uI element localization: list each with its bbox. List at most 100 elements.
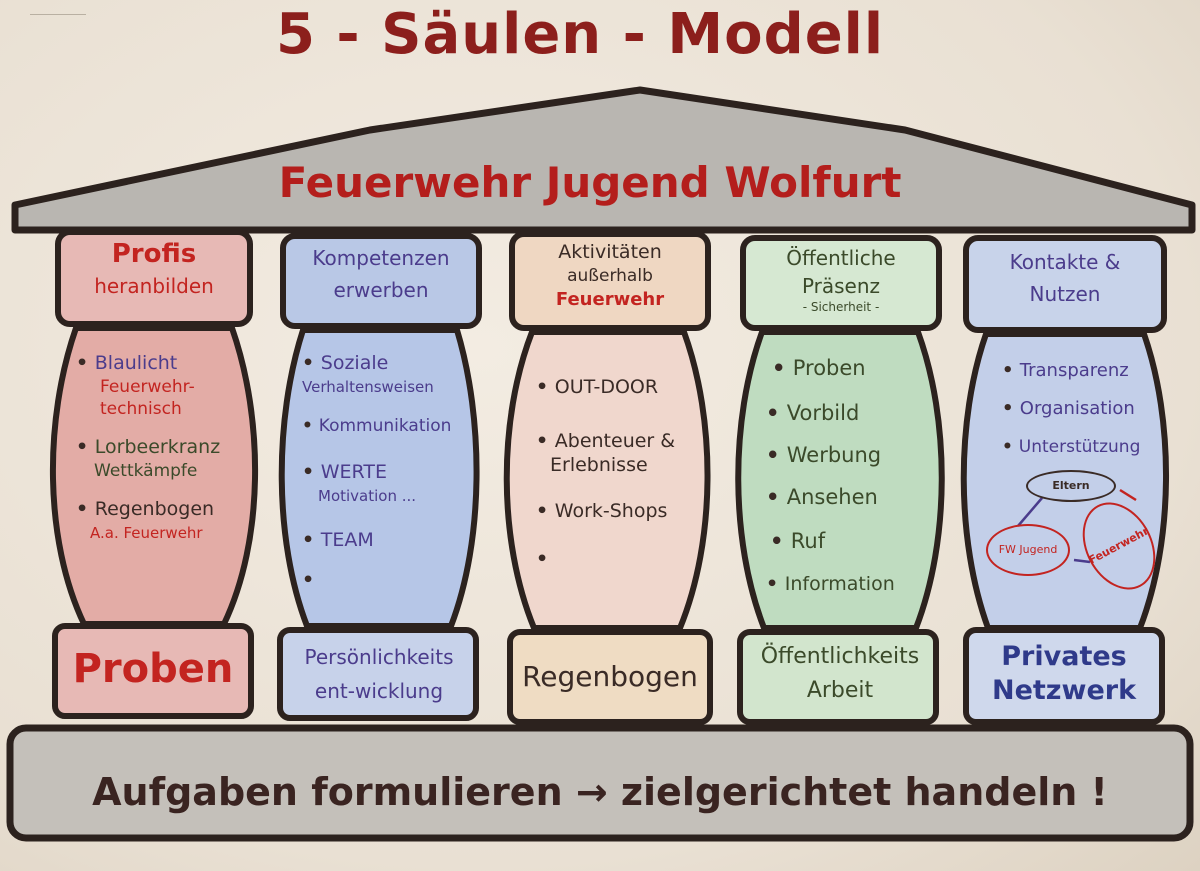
column-4-capital-line2: Präsenz: [801, 274, 881, 298]
column-2-base-label: Persönlichkeits ent-wicklung: [304, 645, 454, 703]
column-2-base: [277, 627, 479, 721]
list-item: Work-Shops: [536, 498, 706, 524]
list-item: Regenbogen A.a. Feuerwehr: [76, 496, 246, 544]
list-item: WERTE Motivation ...: [302, 459, 470, 507]
list-item: Ruf: [766, 527, 936, 555]
column-5-item-3-text: Unterstützung: [1002, 437, 1140, 457]
cycle-diagram: Eltern FW Jugend Feuerwehr: [986, 466, 1170, 603]
list-item: Proben: [766, 354, 936, 382]
page-title: 5 - Säulen - Modell: [275, 2, 885, 67]
cycle-arrow-right: [1119, 488, 1137, 502]
column-2-list: Soziale Verhaltensweisen Kommunikation W…: [302, 350, 470, 593]
column-4-shaft: [735, 329, 945, 631]
column-3-capital-line3: Feuerwehr: [555, 289, 665, 310]
column-3-shaft: [503, 329, 711, 631]
column-5-capital-line2: Nutzen: [1029, 282, 1101, 306]
column-3-list: OUT-DOOR Abenteuer & Erlebnisse Work-Sho…: [536, 374, 706, 572]
column-2-shaft: [278, 327, 480, 629]
column-1-base-label: Proben: [72, 646, 234, 692]
column-1-item-1-sub: Feuerwehr-technisch: [100, 377, 195, 419]
list-item: Werbung: [766, 441, 936, 469]
cycle-node-top: Eltern: [1026, 470, 1116, 502]
column-2-capital-line1: Kompetenzen: [312, 246, 450, 270]
list-item: Ansehen: [766, 483, 936, 511]
list-item: Vorbild: [766, 399, 936, 427]
list-item: Abenteuer & Erlebnisse: [536, 428, 706, 476]
list-item: [302, 567, 470, 593]
list-item: [536, 546, 706, 572]
column-5-base-label: Privates Netzwerk: [991, 641, 1137, 706]
cycle-arrow-bottom: [1073, 558, 1091, 564]
column-2-item-4-text: TEAM: [302, 529, 374, 551]
column-3-capital-line1: Aktivitäten: [558, 241, 662, 263]
column-1-capital-line1: Profis: [111, 239, 197, 269]
foundation-shape: [6, 724, 1194, 842]
column-2-item-5-text: [302, 569, 314, 591]
column-1-item-3-text: Regenbogen: [76, 498, 214, 520]
column-3-capital-text: Aktivitäten außerhalb Feuerwehr: [514, 240, 706, 312]
roof-label: Feuerwehr Jugend Wolfurt: [278, 158, 902, 207]
column-1-capital-text: Profis heranbilden: [60, 238, 248, 302]
column-4-capital: [740, 235, 942, 331]
column-1-item-3-sub: A.a. Feuerwehr: [90, 524, 203, 542]
column-2-item-3-text: WERTE: [302, 461, 387, 483]
column-3-base-label: Regenbogen: [522, 660, 698, 693]
column-4-item-2-text: Vorbild: [766, 401, 859, 425]
list-item: Lorbeerkranz Wettkämpfe: [76, 434, 246, 482]
column-3-item-1-text: OUT-DOOR: [536, 376, 658, 398]
cycle-node-left: FW Jugend: [986, 524, 1070, 576]
column-3-item-4-text: [536, 548, 548, 570]
column-5-item-1-text: Transparenz: [1002, 360, 1129, 381]
list-item: OUT-DOOR: [536, 374, 706, 400]
column-4-list: Proben Vorbild Werbung Ansehen Ruf Infor…: [766, 354, 936, 598]
list-item: Blaulicht Feuerwehr-technisch: [76, 350, 246, 420]
column-1-item-2-sub: Wettkämpfe: [94, 461, 198, 481]
list-item: Information: [766, 569, 936, 598]
column-4-item-6-text: Information: [766, 573, 895, 595]
column-3-item-2-text: Abenteuer &: [536, 430, 675, 452]
column-3-item-2-sub: Erlebnisse: [550, 454, 648, 476]
column-2-capital-text: Kompetenzen erwerben: [285, 242, 477, 306]
column-3-item-3-text: Work-Shops: [536, 500, 667, 522]
column-4-item-3-text: Werbung: [766, 443, 881, 467]
column-4-base-label: Öffentlichkeits Arbeit: [760, 644, 920, 703]
column-1-capital: [55, 229, 253, 327]
list-item: Soziale Verhaltensweisen: [302, 350, 470, 398]
cycle-node-right: Feuerwehr: [1068, 489, 1170, 603]
column-5-capital: [963, 235, 1167, 333]
column-1-capital-line2: heranbilden: [94, 274, 214, 298]
list-item: TEAM: [302, 527, 470, 553]
column-2-capital: [280, 233, 482, 329]
column-2-item-3-sub: Motivation ...: [318, 487, 417, 505]
column-5-list: Transparenz Organisation Unterstützung: [1002, 358, 1162, 460]
column-3-base: [507, 629, 713, 725]
column-4-capital-line1: Öffentliche: [786, 246, 896, 270]
column-1-item-1-text: Blaulicht: [76, 352, 177, 374]
footer-text: Aufgaben formulieren → zielgerichtet han…: [92, 770, 1108, 814]
column-3-capital: [509, 231, 711, 331]
column-4-item-1-text: Proben: [766, 356, 866, 380]
column-4-item-4-text: Ansehen: [766, 485, 878, 509]
column-2-item-2-text: Kommunikation: [302, 416, 451, 436]
column-2-capital-line2: erwerben: [333, 278, 429, 302]
column-3-capital-line2: außerhalb: [567, 266, 653, 286]
column-2-item-1-sub: Verhaltensweisen: [302, 378, 434, 396]
column-4-item-5-text: Ruf: [766, 529, 825, 553]
column-5-capital-text: Kontakte & Nutzen: [968, 246, 1162, 310]
list-item: Unterstützung: [1002, 434, 1162, 460]
column-5-capital-line1: Kontakte &: [1009, 250, 1121, 274]
paper-stamp: [30, 14, 86, 41]
column-4-base: [737, 629, 939, 725]
column-2-item-1-text: Soziale: [302, 352, 388, 374]
column-5-item-2-text: Organisation: [1002, 398, 1135, 419]
column-4-capital-line3: - Sicherheit -: [802, 300, 880, 314]
column-1-base: [52, 623, 254, 719]
column-1-list: Blaulicht Feuerwehr-technisch Lorbeerkra…: [76, 350, 246, 544]
column-5-base: [963, 627, 1165, 725]
cycle-arrow-left: [1017, 497, 1043, 527]
list-item: Organisation: [1002, 396, 1162, 422]
column-4-capital-text: Öffentliche Präsenz - Sicherheit -: [745, 244, 937, 314]
column-1-item-2-text: Lorbeerkranz: [76, 436, 220, 458]
list-item: Kommunikation: [302, 412, 470, 439]
